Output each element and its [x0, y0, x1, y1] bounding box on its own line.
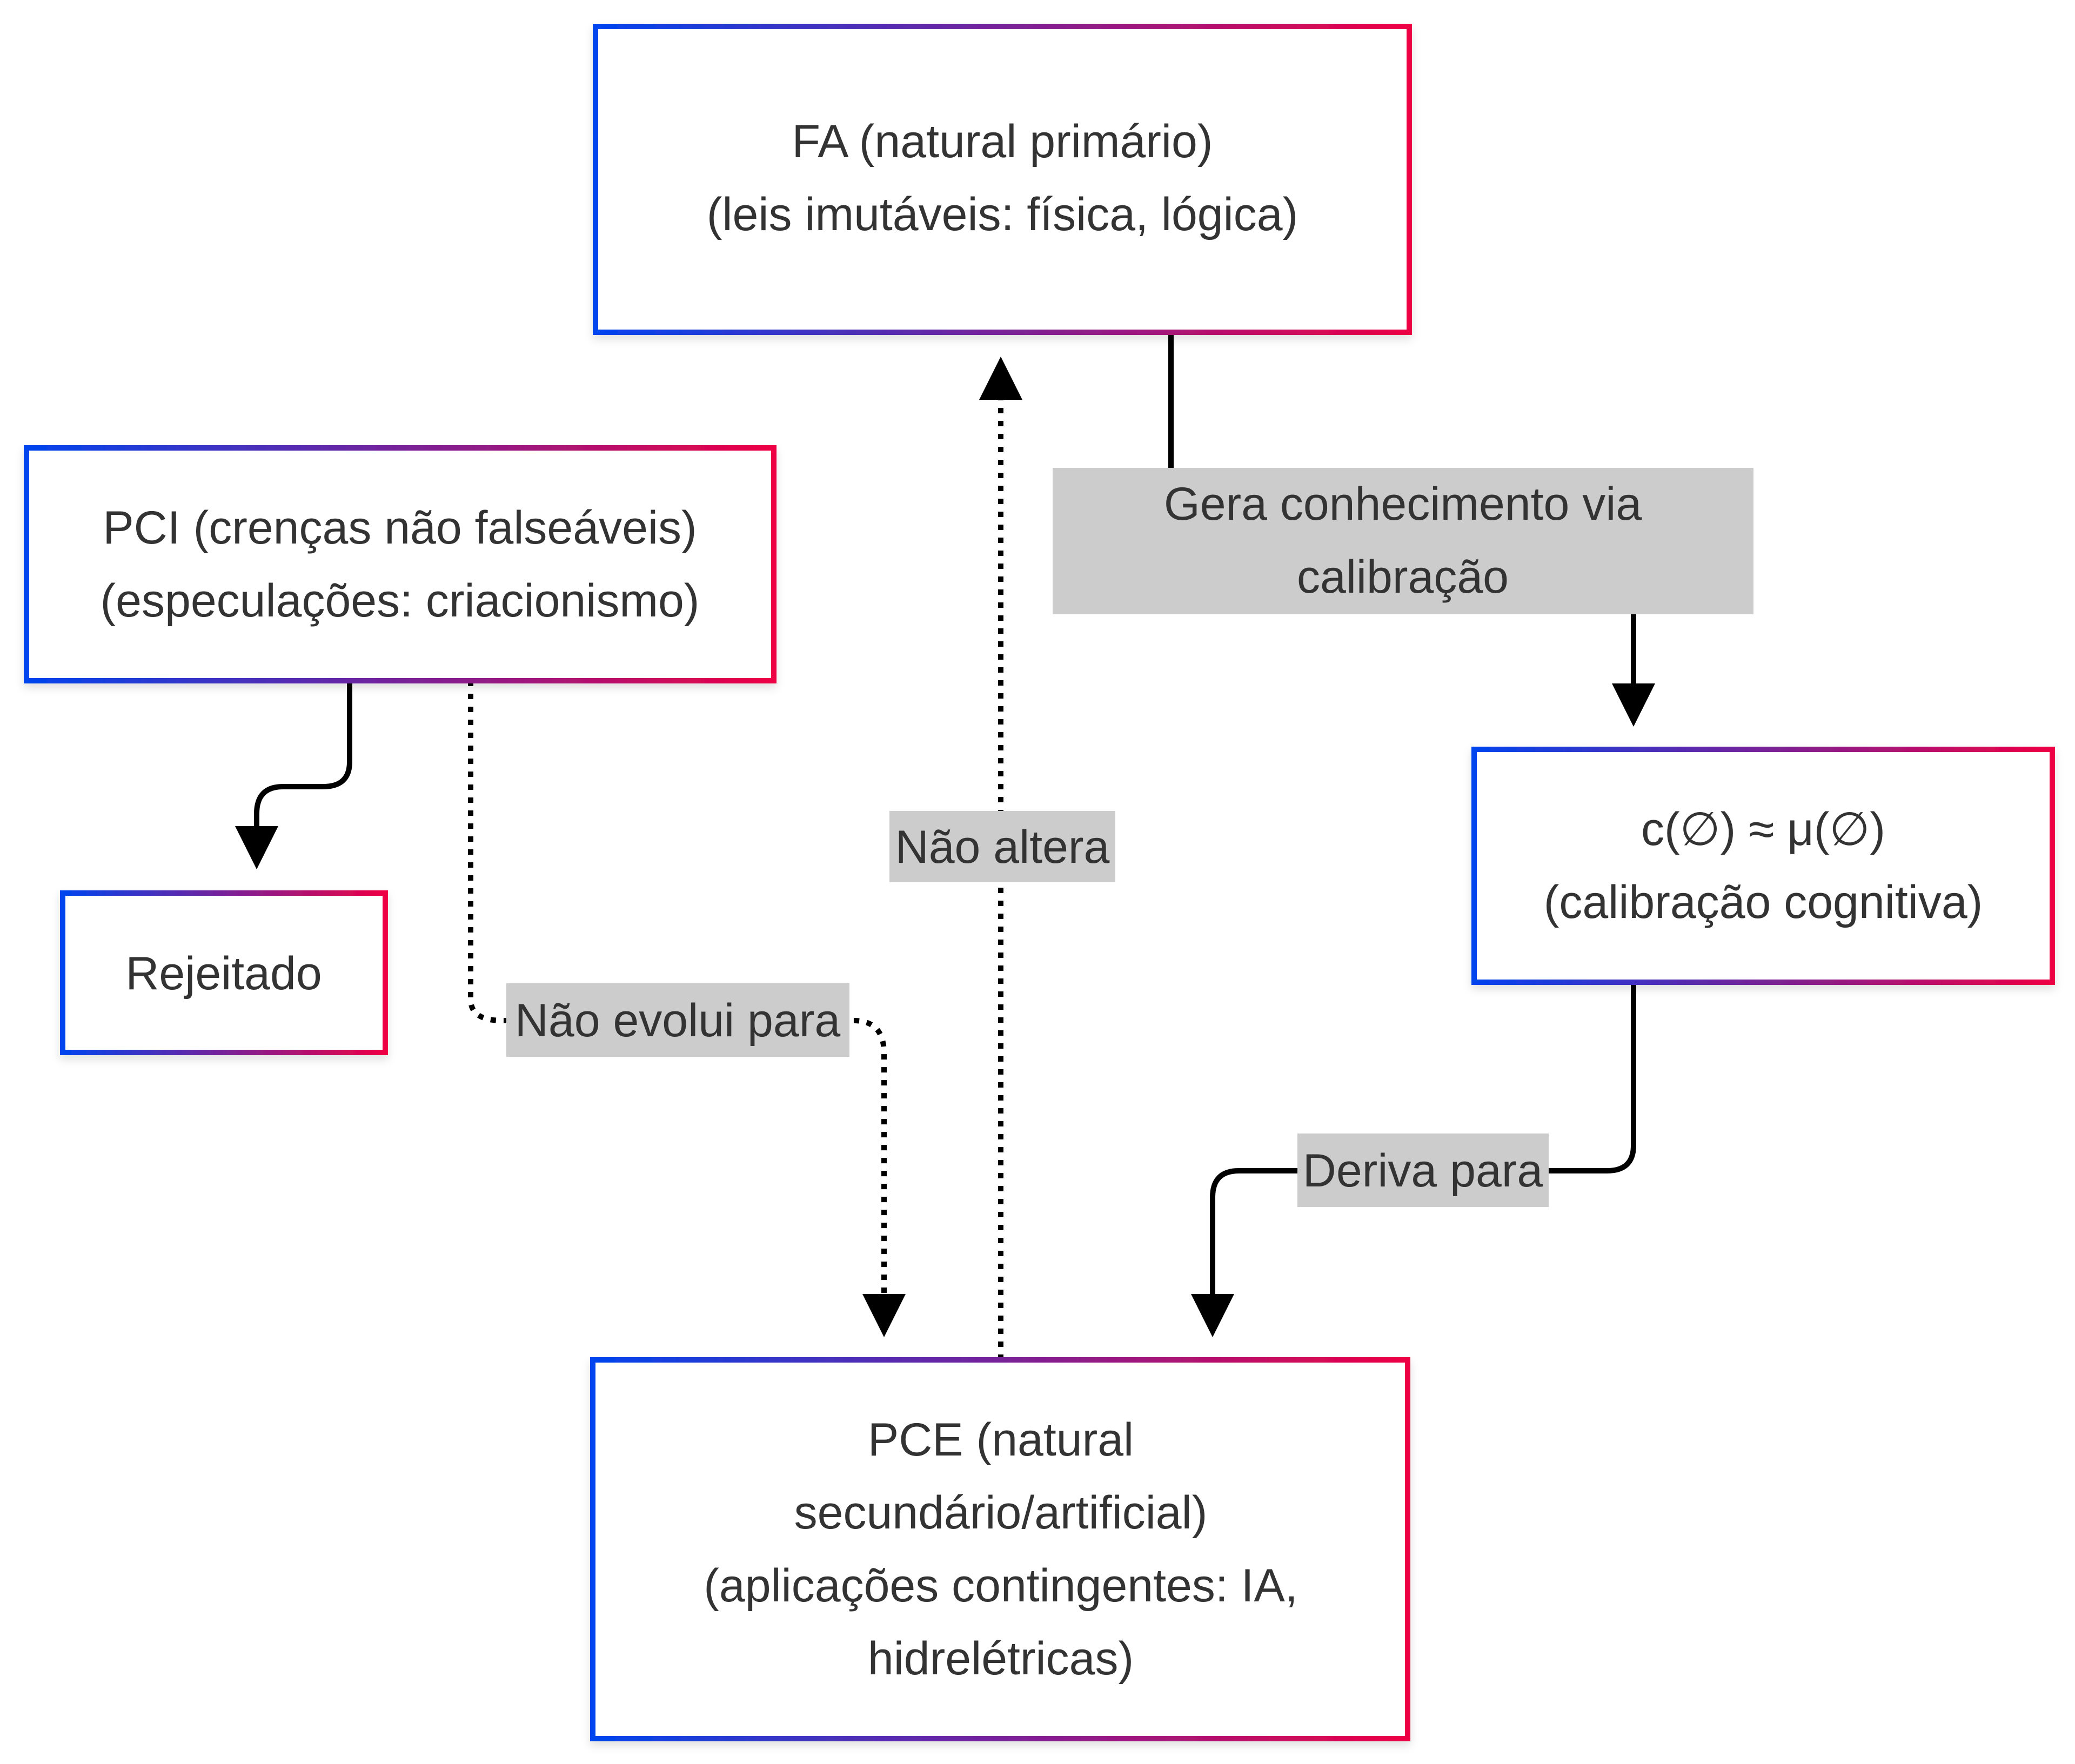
edge-label-line: calibração — [1297, 551, 1509, 603]
edge-label-line: Gera conhecimento via — [1164, 478, 1642, 530]
edge-pci-to-pce[interactable] — [468, 681, 906, 1337]
node-fa-title: FA (natural primário) — [792, 116, 1213, 167]
node-pce-line-3: (aplicações contingentes: IA, — [704, 1560, 1298, 1612]
node-calibracao-title: c(∅) ≈ μ(∅) — [1641, 803, 1885, 855]
node-pci-subtitle: (especulações: criacionismo) — [101, 575, 700, 627]
node-pce-line-4: hidrelétricas) — [868, 1633, 1134, 1685]
node-rejeitado[interactable]: Rejeitado — [60, 890, 388, 1055]
edge-label-gera-conhecimento: Gera conhecimento via calibração — [1053, 468, 1753, 614]
node-fa[interactable]: FA (natural primário) (leis imutáveis: f… — [593, 24, 1412, 335]
node-fa-subtitle: (leis imutáveis: física, lógica) — [707, 189, 1298, 240]
node-pce-line-1: PCE (natural — [868, 1414, 1134, 1466]
node-pce[interactable]: PCE (natural secundário/artificial) (apl… — [590, 1357, 1410, 1741]
edge-pci-to-rejeitado[interactable] — [235, 681, 352, 869]
node-pce-line-2: secundário/artificial) — [794, 1487, 1208, 1539]
node-pci[interactable]: PCI (crenças não falseáveis) (especulaçõ… — [24, 445, 777, 683]
node-calibracao[interactable]: c(∅) ≈ μ(∅) (calibração cognitiva) — [1471, 747, 2055, 985]
edge-label-deriva-para: Deriva para — [1297, 1133, 1549, 1207]
edge-label-text: Deriva para — [1303, 1145, 1543, 1197]
node-pci-title: PCI (crenças não falseáveis) — [103, 502, 697, 554]
edge-label-nao-altera: Não altera — [889, 811, 1115, 882]
edge-label-text: Não altera — [895, 821, 1110, 873]
node-rejeitado-title: Rejeitado — [125, 948, 322, 1000]
node-calibracao-subtitle: (calibração cognitiva) — [1544, 876, 1983, 928]
edge-label-text: Não evolui para — [515, 995, 841, 1047]
edge-label-nao-evolui: Não evolui para — [506, 983, 849, 1057]
